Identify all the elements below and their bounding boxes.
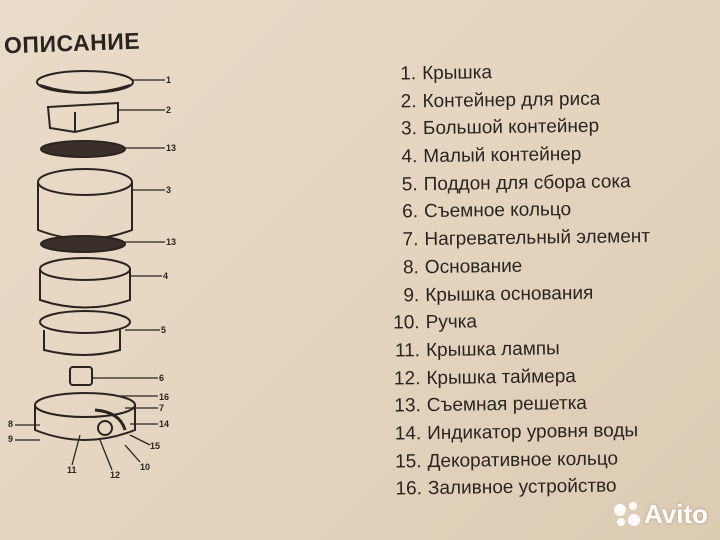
label-15: 15 xyxy=(150,441,160,451)
parts-list-item: 14.Индикатор уровня воды xyxy=(365,420,653,452)
part-label: Большой контейнер xyxy=(422,116,600,140)
part-label: Индикатор уровня воды xyxy=(427,420,639,445)
part-number: 14. xyxy=(394,423,422,445)
part-number: 2. xyxy=(400,90,417,113)
part-label: Нагревательный элемент xyxy=(424,226,651,251)
label-3: 3 xyxy=(166,185,171,195)
parts-list-item: 1.Крышка xyxy=(360,60,648,92)
part-number: 4. xyxy=(401,146,418,168)
part-label: Съемная решетка xyxy=(426,393,588,417)
part-label: Крышка таймера xyxy=(426,365,577,389)
part-label: Ручка xyxy=(425,311,478,334)
label-16: 16 xyxy=(159,392,169,402)
label-9: 9 xyxy=(8,434,13,444)
grid-13a-part xyxy=(40,140,126,158)
parts-list-item: 15.Декоративное кольцо xyxy=(365,448,653,480)
label-8: 8 xyxy=(8,419,13,429)
part-label: Декоративное кольцо xyxy=(427,448,619,472)
label-1: 1 xyxy=(166,75,171,85)
part-label: Основание xyxy=(424,255,523,278)
part-label: Съемное кольцо xyxy=(423,199,572,223)
large-container-part xyxy=(37,168,133,240)
part-number: 3. xyxy=(400,118,418,140)
parts-list-item: 7.Нагревательный элемент xyxy=(362,226,650,258)
label-10: 10 xyxy=(140,462,150,472)
part-number: 6. xyxy=(402,201,419,223)
part-number: 10. xyxy=(393,312,420,334)
label-2: 2 xyxy=(166,105,171,115)
grid-13b-part xyxy=(40,235,126,253)
parts-list-item: 4.Малый контейнер xyxy=(361,143,649,175)
parts-list-item: 12.Крышка таймера xyxy=(364,365,652,397)
part-label: Контейнер для риса xyxy=(422,88,601,112)
label-12: 12 xyxy=(110,470,120,480)
part-label: Крышка xyxy=(421,62,493,85)
leader-lines xyxy=(15,79,165,471)
part-number: 8. xyxy=(402,257,419,279)
part-number: 7. xyxy=(402,229,419,251)
part-number: 12. xyxy=(393,367,421,390)
avito-logo-icon xyxy=(613,501,640,528)
parts-list-item: 5.Поддон для сбора сока xyxy=(362,171,650,203)
lid-part xyxy=(36,70,134,94)
base-part xyxy=(34,392,136,441)
parts-list-item: 13.Съемная решетка xyxy=(365,392,653,424)
parts-list-item: 8.Основание xyxy=(363,254,651,286)
small-container-part xyxy=(39,257,131,309)
label-13b: 13 xyxy=(166,237,176,247)
parts-list-item: 10.Ручка xyxy=(363,309,651,341)
label-11: 11 xyxy=(67,465,77,475)
rice-container-part xyxy=(46,101,119,134)
part-label: Поддон для сбора сока xyxy=(423,170,631,195)
part-number: 16. xyxy=(395,478,423,500)
parts-list-item: 11.Крышка лампы xyxy=(364,337,652,369)
parts-list-item: 2.Контейнер для риса xyxy=(360,88,648,120)
parts-list-item: 9.Крышка основания xyxy=(363,281,651,313)
ring-part xyxy=(69,366,93,386)
label-7: 7 xyxy=(159,403,164,413)
part-label: Крышка лампы xyxy=(425,338,560,361)
part-label: Заливное устройство xyxy=(427,475,617,500)
parts-list-item: 6.Съемное кольцо xyxy=(362,198,650,230)
part-label: Малый контейнер xyxy=(423,143,582,168)
label-14: 14 xyxy=(159,419,169,429)
juice-tray-part xyxy=(39,310,131,356)
part-number: 9. xyxy=(403,284,420,306)
label-4: 4 xyxy=(163,271,168,281)
part-number: 15. xyxy=(394,450,422,473)
avito-watermark: Avito xyxy=(613,499,708,530)
label-5: 5 xyxy=(161,325,166,335)
exploded-view-diagram: 1 2 13 3 13 4 5 6 16 7 14 15 10 12 11 8 … xyxy=(8,70,176,480)
label-13a: 13 xyxy=(166,143,176,153)
parts-list-item: 16.Заливное устройство xyxy=(366,475,654,507)
label-6: 6 xyxy=(159,373,164,383)
part-label: Крышка основания xyxy=(425,282,594,306)
part-number: 11. xyxy=(394,340,421,362)
parts-list-item: 3.Большой контейнер xyxy=(361,115,649,147)
part-number: 13. xyxy=(394,395,421,417)
watermark-text: Avito xyxy=(643,499,708,529)
part-number: 1. xyxy=(400,63,417,85)
part-number: 5. xyxy=(401,173,418,196)
